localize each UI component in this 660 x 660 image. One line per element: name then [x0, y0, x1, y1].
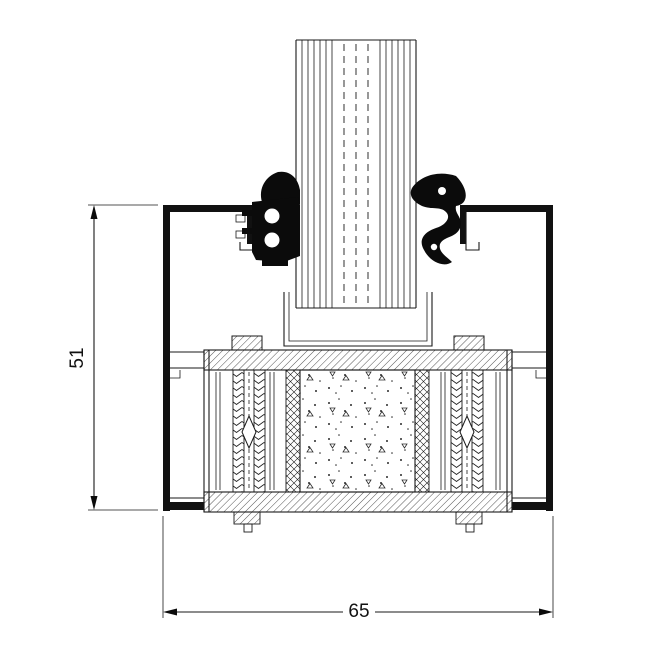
frame-right-bar	[546, 205, 553, 511]
top-web	[203, 349, 513, 371]
right-gasket	[410, 173, 466, 265]
dimension-width: 65	[162, 516, 554, 622]
screw-port-right	[459, 414, 475, 450]
insulation-core	[299, 369, 416, 493]
dimension-height-label: 51	[67, 347, 88, 368]
frame-top-right-leg	[460, 212, 466, 244]
left-gasket-assembly	[242, 171, 300, 266]
frame-left-bar	[163, 205, 170, 511]
frame-top-right-arm	[460, 205, 553, 212]
thermal-break-right	[450, 369, 484, 493]
gasket-curl-top	[438, 187, 446, 195]
glass-unit	[283, 39, 433, 347]
arrowhead-down	[90, 496, 98, 510]
arrowhead-left	[163, 608, 177, 616]
bottom-web	[203, 491, 513, 513]
sealant-right	[414, 369, 430, 493]
glazing-channel-outer	[283, 292, 433, 347]
bottom-clip-right	[455, 511, 483, 525]
clip-block-right	[453, 335, 485, 351]
left-gasket-wedge	[260, 171, 300, 204]
thermal-break-left	[232, 369, 266, 493]
glass-cavity-centerlines	[343, 44, 369, 304]
glass-pane-right	[379, 40, 411, 308]
arrowhead-up	[90, 205, 98, 219]
arrowhead-right	[539, 608, 553, 616]
clip-hole-bottom	[264, 232, 280, 248]
left-clip-body	[252, 197, 300, 262]
screw-port-left	[241, 414, 257, 450]
clip-hole-top	[264, 208, 280, 224]
bottom-clip-left	[233, 511, 261, 525]
dimension-height: 51	[67, 204, 158, 511]
frame-bottom-right-arm	[512, 502, 553, 510]
dimension-width-label: 65	[348, 601, 369, 622]
frame-bottom-left-arm	[163, 502, 204, 510]
sealant-left	[285, 369, 301, 493]
frame-top-left-arm	[163, 205, 253, 212]
core-zone	[285, 369, 430, 493]
gasket-curl-bottom	[430, 243, 438, 251]
glazing-channel-inner	[288, 292, 428, 342]
glazing-bead-hook-right	[465, 212, 480, 251]
clip-block-left	[231, 335, 263, 351]
glass-pane-left	[301, 40, 333, 308]
